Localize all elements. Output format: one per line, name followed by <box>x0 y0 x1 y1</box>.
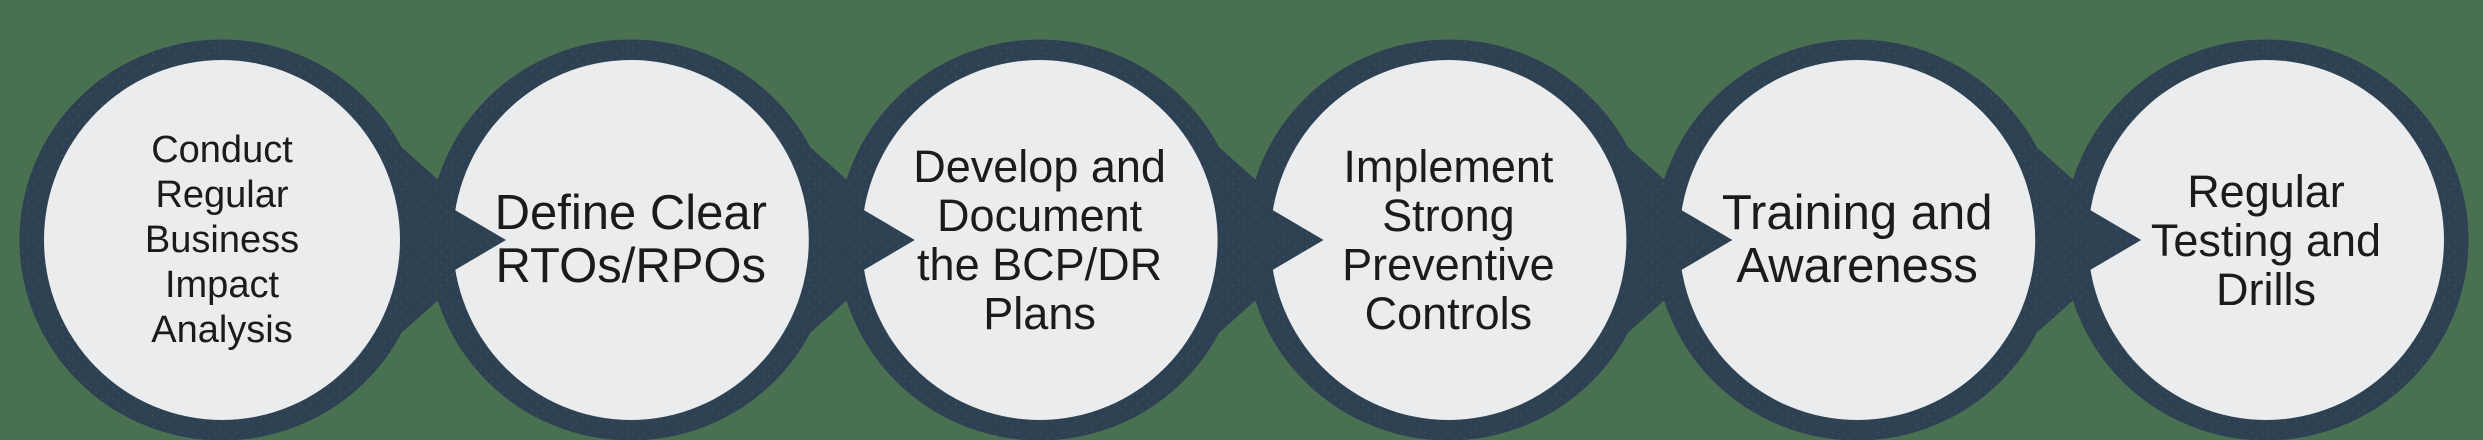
connector-arrow-tip-2 <box>845 199 915 281</box>
step-circle-fill-1 <box>44 60 400 420</box>
step-circle-fill-5 <box>1679 60 2036 420</box>
connector-arrow-tip-3 <box>1254 199 1324 281</box>
connector-arrow-tip-5 <box>2071 199 2142 281</box>
step-circle-fill-3 <box>861 60 1218 420</box>
connector-arrow-tip-4 <box>1662 199 1733 281</box>
step-circle-fill-6 <box>2088 60 2444 420</box>
step-circle-fill-2 <box>452 60 809 420</box>
step-circle-fill-4 <box>1270 60 1627 420</box>
connector-arrow-tip-1 <box>436 199 506 281</box>
